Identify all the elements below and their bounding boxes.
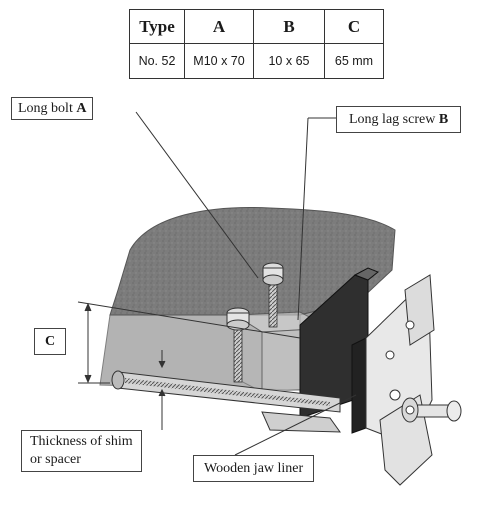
label-long-lag-letter: B (438, 112, 449, 127)
cell-c: 65 mm (324, 43, 384, 79)
fixed-jaw-edge (353, 267, 379, 281)
bolt-a (226, 307, 250, 383)
label-shim-line1: Thickness of shim (30, 434, 133, 449)
label-wooden-jaw-liner: Wooden jaw liner (193, 455, 315, 482)
label-long-lag-screw-b: Long lag screw B (336, 106, 462, 133)
leader-lines (135, 111, 357, 456)
spec-table: Type A B C No. 52 M10 x 70 10 x 65 65 mm (129, 9, 384, 79)
lag-screw-b (262, 262, 284, 328)
label-long-bolt-text: Long bolt (18, 101, 77, 116)
label-shim-line2: or spacer (30, 452, 81, 467)
cell-a: M10 x 70 (184, 43, 254, 79)
cell-b: 10 x 65 (253, 43, 325, 79)
dimension-c-markers (77, 301, 301, 384)
label-shim-thickness: Thickness of shim or spacer (21, 430, 142, 472)
vise-rail-thread (125, 378, 330, 406)
bench-block (109, 207, 396, 316)
vise-handle (401, 397, 462, 423)
header-a: A (184, 9, 254, 44)
header-type: Type (129, 9, 185, 44)
label-long-bolt-letter: A (76, 101, 87, 116)
cell-type: No. 52 (129, 43, 185, 79)
label-long-lag-text: Long lag screw (349, 112, 439, 127)
front-jaw-liner (351, 337, 367, 434)
label-long-bolt-a: Long bolt A (11, 97, 94, 120)
shim-thickness-markers (158, 350, 166, 430)
spec-row: No. 52 M10 x 70 10 x 65 65 mm (129, 43, 384, 79)
label-dimension-c: C (34, 328, 66, 355)
